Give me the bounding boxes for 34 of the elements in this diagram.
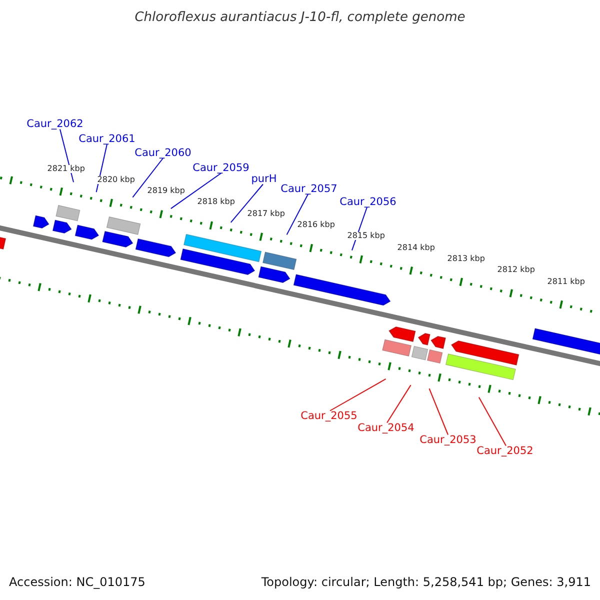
scale-label: 2811 kbp (547, 278, 585, 286)
gene-label: Caur_2054 (356, 422, 416, 434)
gene-label: Caur_2059 (192, 162, 250, 174)
gene-label: Caur_2062 (26, 118, 84, 130)
leader-line (478, 396, 506, 446)
title: Chloroflexus aurantiacus J-10-fl, complete genome (134, 11, 466, 24)
scale-label: 2814 kbp (397, 244, 435, 252)
scale-label: 2813 kbp (447, 254, 485, 263)
leader-line (170, 172, 222, 210)
leader-line (132, 158, 164, 198)
scale-label: 2817 kbp (247, 210, 285, 218)
gene-label: Caur_2053 (418, 434, 478, 446)
gene-label: Caur_2055 (300, 410, 358, 422)
leader-line (428, 388, 448, 436)
gene-label: Caur_2057 (280, 184, 338, 194)
leader-line (60, 128, 74, 183)
scale-label: 2812 kbp (497, 266, 535, 274)
gene-label: purH (250, 174, 278, 184)
scale-label: 2818 kbp (197, 198, 235, 206)
scale-label: 2819 kbp (147, 187, 185, 196)
scale-label: 2821 kbp (47, 164, 85, 173)
gene-label: Caur_2060 (134, 148, 192, 158)
leader-line (386, 384, 412, 424)
leader-line (286, 194, 308, 236)
leader-line (230, 184, 264, 223)
gene-label: Caur_2052 (476, 446, 534, 456)
gene-label: Caur_2061 (78, 134, 136, 144)
accession-text: Accession: NC_010175 (9, 576, 146, 588)
gene-label: Caur_2056 (338, 196, 398, 208)
scale-label: 2820 kbp (97, 176, 135, 184)
genome-info-text: Topology: circular; Length: 5,258,541 bp; Genes: 3,911 (261, 576, 591, 588)
leader-line (330, 378, 386, 412)
scale-label: 2815 kbp (347, 232, 385, 240)
scale-label: 2816 kbp (297, 221, 335, 230)
